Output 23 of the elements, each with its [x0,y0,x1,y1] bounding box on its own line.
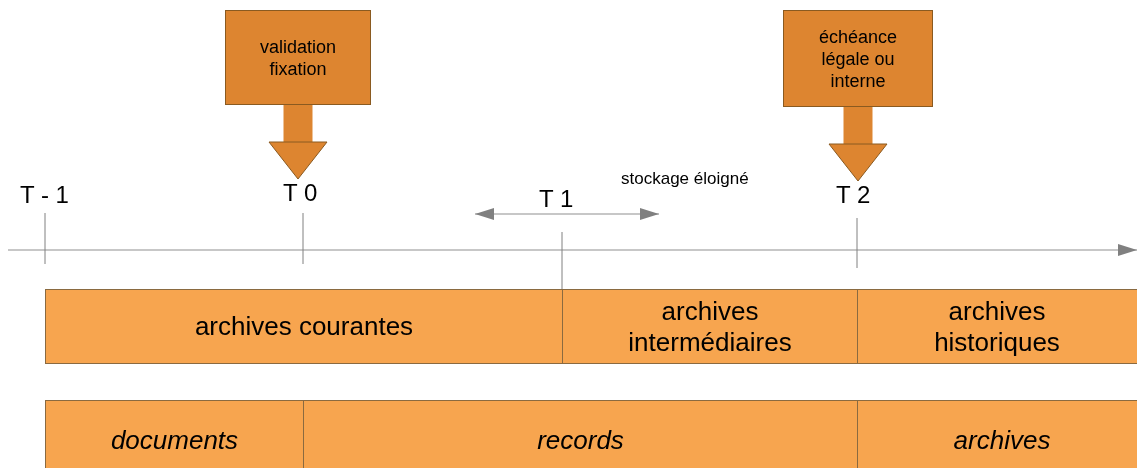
time-label: T - 1 [20,181,69,209]
band-label: archives [953,424,1051,456]
callout-text: validation fixation [258,35,338,80]
phase-band [45,289,563,364]
band-label: records [537,424,624,456]
band-label: archives historiques [933,295,1061,358]
time-label: T 0 [283,179,327,207]
band-label: documents [110,424,239,456]
band-label: archives courantes [194,311,414,342]
phase-band [45,400,304,468]
phase-band [562,289,858,364]
time-label: T 1 [539,185,574,213]
phase-band [857,400,1137,468]
block-arrow [828,107,888,182]
callout-box [225,10,371,105]
phase-band [857,289,1137,364]
note-text: stockage éloigné [621,168,749,189]
band-label: archives intermédiaires [627,295,793,358]
time-label: T 2 [836,181,884,209]
callout-text: échéance légale ou interne [817,25,899,92]
callout-box [783,10,933,107]
block-arrow [268,105,328,180]
phase-band [303,400,858,468]
